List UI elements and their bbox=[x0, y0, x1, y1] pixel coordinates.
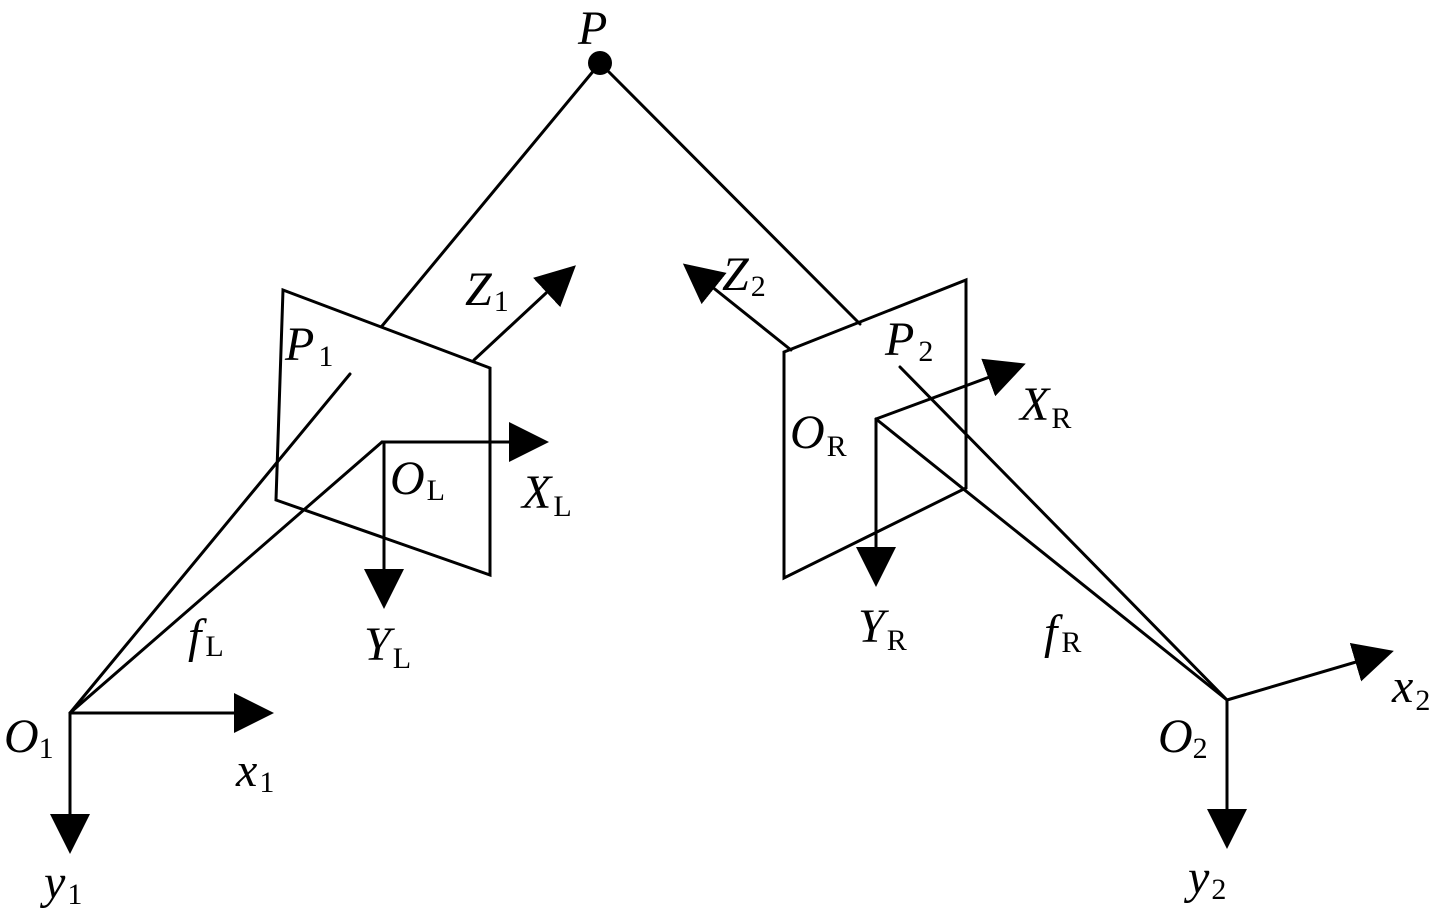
label-z2: Z2 bbox=[722, 248, 766, 303]
label-yl: YL bbox=[364, 618, 411, 675]
label-y2: y2 bbox=[1183, 851, 1226, 906]
right-ray-p2-o2 bbox=[898, 365, 1229, 702]
left-ray-ol-o1 bbox=[68, 440, 384, 715]
label-p: P bbox=[577, 2, 607, 55]
left-image-plane bbox=[274, 287, 492, 578]
label-z1: Z1 bbox=[465, 263, 509, 318]
right-optical-axis-z2 bbox=[682, 263, 793, 352]
label-x1: x1 bbox=[235, 744, 274, 799]
label-xl: XL bbox=[520, 466, 572, 523]
ray-p-right bbox=[598, 61, 862, 326]
right-image-plane bbox=[782, 277, 968, 581]
label-ol: OL bbox=[390, 452, 445, 507]
point-p-dot bbox=[588, 51, 612, 75]
label-or: OR bbox=[790, 406, 847, 463]
right-camera-x-axis bbox=[1225, 642, 1394, 702]
right-image-x-axis bbox=[874, 358, 1026, 421]
left-ray-p1-o1 bbox=[68, 372, 352, 715]
label-o1: O1 bbox=[4, 710, 54, 765]
left-optical-axis-z1 bbox=[472, 265, 576, 362]
ray-p-left bbox=[380, 61, 602, 328]
label-x2: x2 bbox=[1391, 660, 1430, 717]
label-o2: O2 bbox=[1158, 710, 1208, 765]
right-ray-or-o2 bbox=[874, 417, 1229, 702]
label-yr: YR bbox=[858, 600, 907, 657]
label-xr: XR bbox=[1018, 378, 1071, 435]
label-y1: y1 bbox=[39, 856, 82, 911]
